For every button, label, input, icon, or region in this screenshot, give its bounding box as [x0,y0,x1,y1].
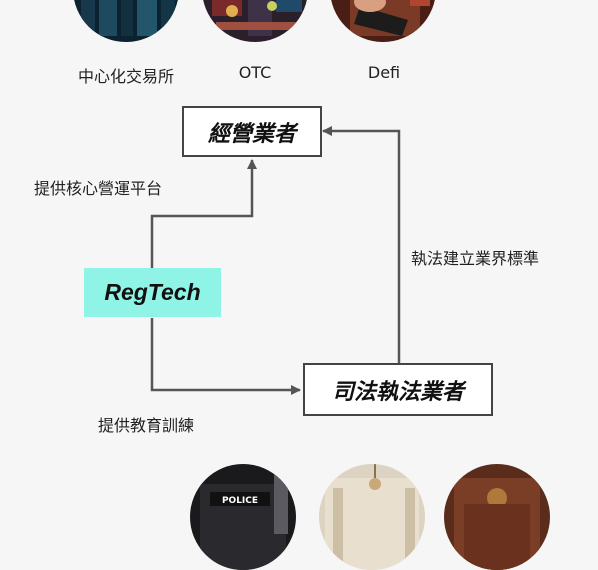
label-otc: OTC [238,63,272,82]
police-text: POLICE [222,496,258,506]
edge-label-training: 提供教育訓練 [98,416,195,435]
label-defi: Defi [367,63,401,82]
node-regtech: RegTech [84,268,221,317]
arrow-regtech-to-law [150,318,301,395]
phone-hand-photo [330,0,436,42]
police-photo: POLICE [190,464,296,570]
arrow-law-to-operators [322,126,401,363]
street-market-photo [202,0,308,42]
court-interior-photo [444,464,550,570]
label-centralized-exchange: 中心化交易所 [77,67,174,86]
node-operators: 經營業者 [182,106,322,157]
edge-label-platform: 提供核心營運平台 [34,179,163,198]
arrow-regtech-to-operators [150,159,257,268]
connector-lines [150,126,401,395]
edge-label-standards: 執法建立業界標準 [411,249,540,268]
node-law-enforcement: 司法執法業者 [303,363,493,416]
courtroom-photo [319,464,425,570]
